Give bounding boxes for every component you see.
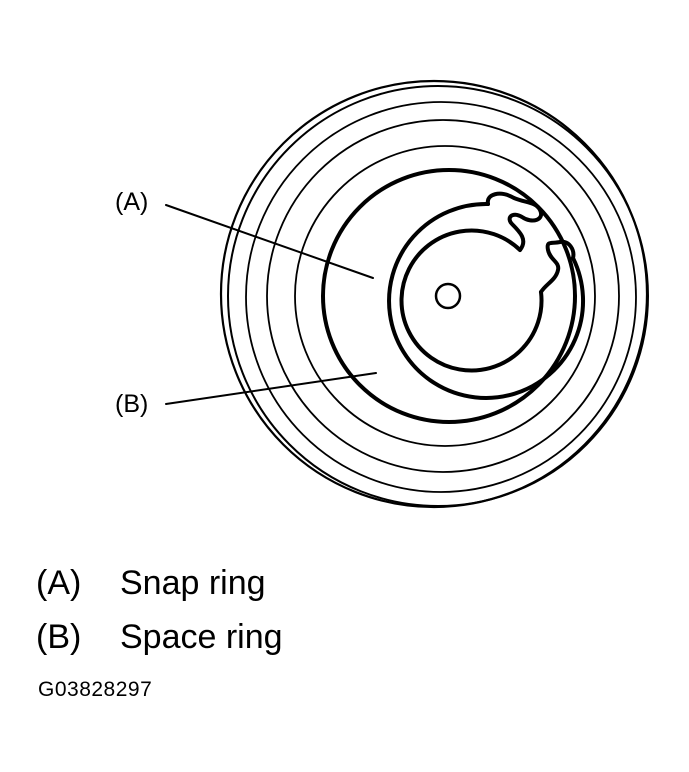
snap-ring-inner-edge: [399, 228, 544, 373]
snap-ring-outer-edge: [387, 201, 585, 400]
figure-code: G03828297: [38, 678, 153, 701]
leader-line-b: [165, 372, 377, 405]
housing-inner-ring: [245, 101, 637, 493]
legend-key: (A): [36, 564, 82, 602]
ring-assembly-diagram: (A) (B): [115, 79, 649, 509]
legend-item-space-ring: (B) Space ring: [36, 610, 283, 664]
center-hole: [434, 282, 462, 310]
legend-key: (B): [36, 618, 82, 656]
housing-bore-ring: [294, 145, 596, 447]
legend: (A) Snap ring (B) Space ring: [36, 556, 283, 664]
callout-label-a: (A): [115, 188, 148, 216]
space-ring: [321, 168, 577, 424]
callout-label-b: (B): [115, 390, 148, 418]
legend-label: Snap ring: [120, 564, 266, 602]
legend-item-snap-ring: (A) Snap ring: [36, 556, 283, 610]
leader-line-a: [165, 204, 374, 279]
outer-housing-ring-edge: [227, 85, 649, 507]
housing-step-ring: [266, 119, 620, 473]
snap-ring-upper-tab: [485, 191, 544, 252]
legend-label: Space ring: [120, 618, 283, 656]
snap-ring-lower-tab: [539, 239, 576, 294]
